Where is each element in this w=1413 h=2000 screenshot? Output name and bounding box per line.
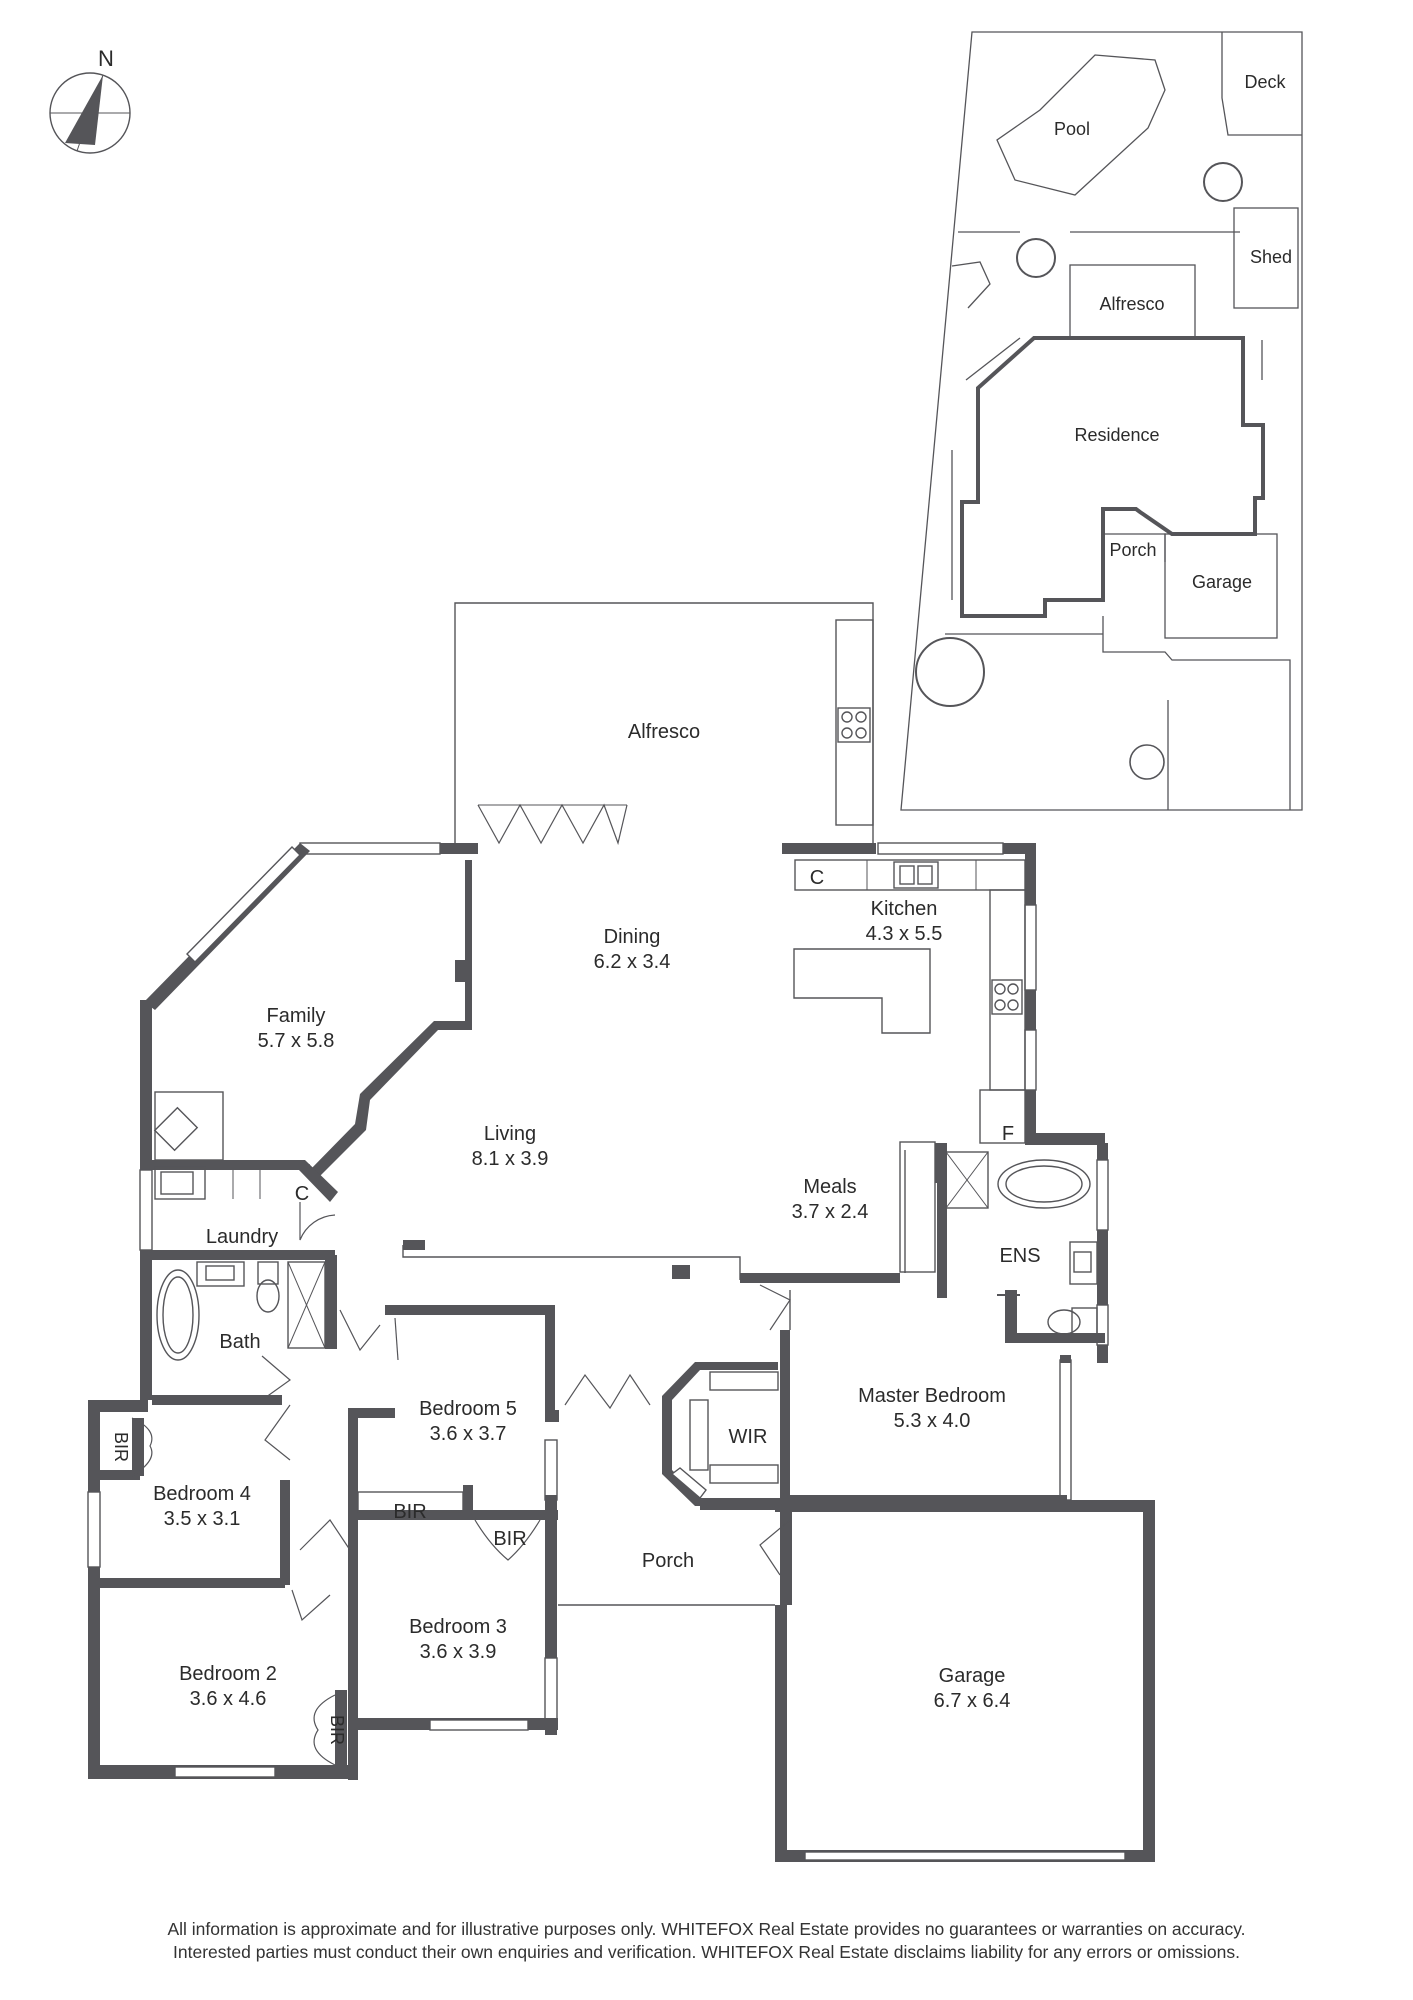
bedroom5-size: 3.6 x 3.7 [430,1423,507,1445]
dining-label: Dining [604,926,661,948]
disclaimer-line-1: All information is approximate and for i… [167,1919,1246,1939]
compass-north-label: N [98,46,114,71]
fridge-label: F [1002,1123,1014,1145]
garage-label: Garage [939,1665,1006,1687]
room-labels: Dining 6.2 x 3.4 Kitchen 4.3 x 5.5 C Fam… [111,867,1041,1745]
laundry-label: Laundry [206,1226,278,1248]
kitchen-size: 4.3 x 5.5 [866,923,943,945]
alfresco-label: Alfresco [628,721,700,743]
site-shed-label: Shed [1250,247,1292,267]
bedroom2-size: 3.6 x 4.6 [190,1688,267,1710]
bedroom2-label: Bedroom 2 [179,1663,277,1685]
site-tree-icon [915,637,985,707]
bedroom5-label: Bedroom 5 [419,1398,517,1420]
site-plan: Pool Deck Shed Alfresco Residence Porch … [900,31,1303,811]
wir-label: WIR [729,1426,768,1448]
site-residence-label: Residence [1074,425,1159,445]
site-porch-label: Porch [1109,540,1156,560]
site-pool-label: Pool [1054,119,1090,139]
ensuite-label: ENS [999,1245,1040,1267]
bedroom4-label: Bedroom 4 [153,1483,251,1505]
living-label: Living [484,1123,536,1145]
site-deck-label: Deck [1244,72,1286,92]
laundry-cupboard-label: C [295,1183,309,1205]
north-arrow-icon [65,75,103,145]
family-size: 5.7 x 5.8 [258,1030,335,1052]
kitchen-cupboard-label: C [810,867,824,889]
alfresco-area [454,602,874,846]
bedroom5-bir-label: BIR [393,1501,426,1523]
porch-label: Porch [642,1550,694,1572]
compass: N [49,46,131,154]
master-bedroom-label: Master Bedroom [858,1385,1006,1407]
site-garage-label: Garage [1192,572,1252,592]
dining-size: 6.2 x 3.4 [594,951,671,973]
bedroom4-bir-label: BIR [111,1432,131,1462]
living-size: 8.1 x 3.9 [472,1148,549,1170]
disclaimer: All information is approximate and for i… [0,1918,1413,1964]
bedroom2-bir-label: BIR [327,1715,347,1745]
meals-size: 3.7 x 2.4 [792,1201,869,1223]
site-tree-icon [1203,162,1243,202]
site-tree-icon [1016,238,1056,278]
disclaimer-line-2: Interested parties must conduct their ow… [173,1942,1240,1962]
garage-size: 6.7 x 6.4 [934,1690,1011,1712]
bath-label: Bath [219,1331,260,1353]
house-walls [87,842,1155,1862]
bedroom3-size: 3.6 x 3.9 [420,1641,497,1663]
site-alfresco-label: Alfresco [1099,294,1164,314]
family-label: Family [267,1005,326,1027]
site-round-feature-icon [1129,744,1165,780]
master-bedroom-size: 5.3 x 4.0 [894,1410,971,1432]
bedroom3-bir-label: BIR [493,1528,526,1550]
kitchen-label: Kitchen [871,898,938,920]
bedroom3-label: Bedroom 3 [409,1616,507,1638]
meals-label: Meals [803,1176,856,1198]
bedroom4-size: 3.5 x 3.1 [164,1508,241,1530]
